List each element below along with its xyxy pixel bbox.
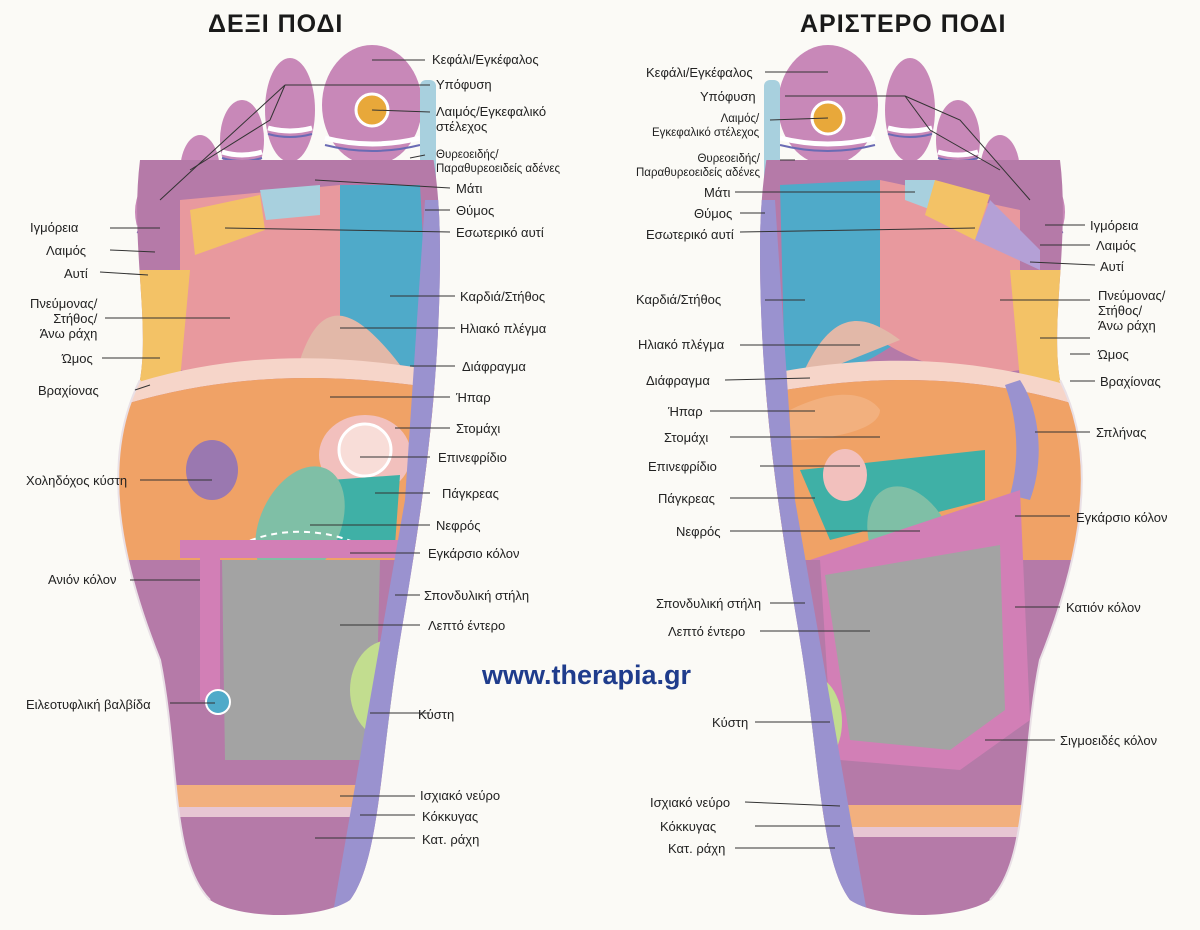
label-left-spine: Σπονδυλική στήλη: [656, 596, 762, 611]
right-foot-title: ΔΕΞΙ ΠΟΔΙ: [208, 10, 344, 38]
label-left-sinus: Ιγμόρεια: [1090, 218, 1139, 233]
label-left-small-intestine: Λεπτό έντερο: [668, 624, 746, 639]
label-ileocecal-valve: Ειλεοτυφλική βαλβίδα: [26, 697, 151, 712]
left-foot-title: ΑΡΙΣΤΕΡΟ ΠΟΔΙ: [800, 10, 1007, 38]
label-left-diaphragm: Διάφραγμα: [646, 373, 710, 388]
label-bladder: Κύστη: [418, 707, 455, 722]
label-left-shoulder: Ώμος: [1098, 347, 1129, 362]
label-left-adrenal: Επινεφρίδιο: [648, 459, 717, 474]
left-foot: [760, 45, 1083, 916]
left-diaphragm: [760, 360, 1082, 412]
label-left-kidney: Νεφρός: [676, 524, 721, 539]
label-coccyx: Κόκκυγας: [422, 809, 479, 824]
label-left-lung-chest-back: Πνεύμονας/ Στήθος/ Άνω ράχη: [1098, 288, 1166, 333]
label-left-spleen: Σπλήνας: [1096, 425, 1147, 440]
label-left-arm: Βραχίονας: [1100, 374, 1161, 389]
label-left-thyroid: Θυρεοειδής/ Παραθυρεοειδείς αδένες: [636, 153, 760, 179]
label-left-transverse-colon: Εγκάρσιο κόλον: [1076, 510, 1168, 525]
label-sciatic: Ισχιακό νεύρο: [420, 788, 501, 803]
label-left-sigmoid-colon: Σιγμοειδές κόλον: [1060, 733, 1158, 748]
right-small-intestine: [222, 560, 380, 760]
right-diaphragm: [118, 358, 441, 412]
label-shoulder: Ώμος: [62, 351, 93, 366]
label-gallbladder: Χοληδόχος κύστη: [26, 473, 128, 488]
right-foot: [117, 45, 441, 916]
label-inner-ear: Εσωτερικό αυτί: [456, 225, 544, 240]
label-adrenal: Επινεφρίδιο: [438, 450, 507, 465]
right-solar-plexus: [300, 315, 400, 365]
left-toe-2: [885, 58, 935, 162]
right-ascending-colon: [180, 540, 220, 700]
label-left-sciatic: Ισχιακό νεύρο: [650, 795, 731, 810]
label-left-coccyx: Κόκκυγας: [660, 819, 717, 834]
label-thymus: Θύμος: [456, 203, 495, 218]
left-spine: [760, 200, 870, 916]
right-pancreas: [330, 475, 400, 550]
label-left-pituitary: Υπόφυση: [700, 89, 756, 104]
label-head-brain: Κεφάλι/Εγκέφαλος: [432, 52, 539, 67]
label-lower-back: Κατ. ράχη: [422, 832, 480, 847]
label-left-thymus: Θύμος: [694, 206, 733, 221]
label-pituitary: Υπόφυση: [436, 77, 492, 92]
label-left-ear: Αυτί: [1100, 259, 1124, 274]
label-diaphragm: Διάφραγμα: [462, 359, 526, 374]
label-eye: Μάτι: [456, 181, 483, 196]
right-ileocecal-valve: [205, 689, 231, 715]
left-small-intestine: [825, 545, 1005, 750]
label-left-descending-colon: Κατιόν κόλον: [1066, 600, 1141, 615]
label-left-lower-back: Κατ. ράχη: [668, 841, 726, 856]
label-spine: Σπονδυλική στήλη: [424, 588, 530, 603]
right-gallbladder: [186, 440, 238, 500]
label-left-neck: Λαιμός: [1096, 238, 1137, 253]
label-left-solar-plexus: Ηλιακό πλέγμα: [638, 337, 725, 352]
left-adrenal: [823, 449, 867, 501]
label-neck-brainstem: Λαιμός/Εγκεφαλικό στέλεχος: [436, 104, 547, 134]
label-ascending-colon: Ανιόν κόλον: [48, 572, 117, 587]
website-link[interactable]: www.therapia.gr: [482, 660, 692, 690]
label-pancreas: Πάγκρεας: [442, 486, 499, 501]
label-small-intestine: Λεπτό έντερο: [428, 618, 506, 633]
label-left-neck-brainstem: Λαιμός/ Εγκεφαλικό στέλεχος: [652, 113, 760, 139]
label-left-pancreas: Πάγκρεας: [658, 491, 715, 506]
right-spine: [330, 200, 441, 916]
label-liver: Ήπαρ: [456, 390, 491, 405]
label-left-stomach: Στομάχι: [664, 430, 709, 445]
label-stomach: Στομάχι: [456, 421, 501, 436]
label-left-head-brain: Κεφάλι/Εγκέφαλος: [646, 65, 753, 80]
label-transverse-colon: Εγκάρσιο κόλον: [428, 546, 520, 561]
label-thyroid: Θυρεοειδής/ Παραθυρεοειδείς αδένες: [436, 149, 560, 175]
label-left-liver: Ήπαρ: [668, 404, 703, 419]
label-arm: Βραχίονας: [38, 383, 99, 398]
label-sinus: Ιγμόρεια: [30, 220, 79, 235]
label-solar-plexus: Ηλιακό πλέγμα: [460, 321, 547, 336]
label-neck: Λαιμός: [46, 243, 87, 258]
left-sciatic: [760, 805, 1082, 827]
label-lung-chest-back: Πνεύμονας/ Στήθος/ Άνω ράχη: [30, 296, 98, 341]
label-ear: Αυτί: [64, 266, 88, 281]
label-kidney: Νεφρός: [436, 518, 481, 533]
label-left-heart-chest: Καρδιά/Στήθος: [636, 292, 722, 307]
leader-lines: [99, 59, 1096, 849]
label-left-eye: Μάτι: [704, 185, 731, 200]
left-spleen: [1005, 380, 1039, 500]
label-left-bladder: Κύστη: [712, 715, 749, 730]
label-heart-chest: Καρδιά/Στήθος: [460, 289, 546, 304]
label-left-inner-ear: Εσωτερικό αυτί: [646, 227, 734, 242]
right-toe-2: [265, 58, 315, 162]
